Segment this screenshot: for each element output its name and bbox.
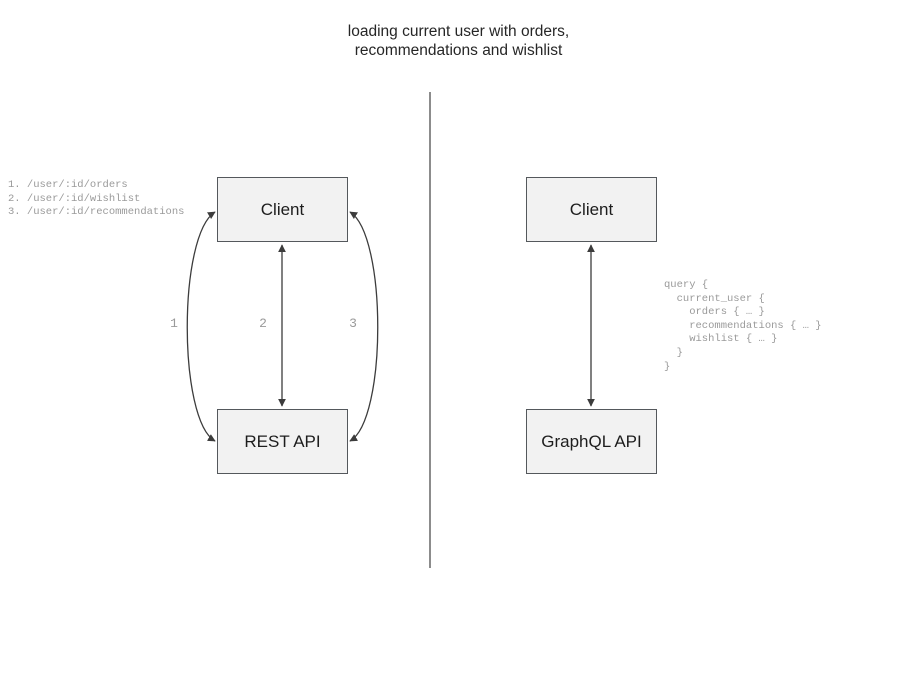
node-client-rest-label: Client	[260, 199, 305, 219]
graphql-query-snippet: query { current_user { orders { … } reco…	[664, 279, 822, 373]
rest-edge-3	[349, 211, 379, 442]
node-client-rest[interactable]: Client	[217, 177, 348, 242]
node-graphql-api-label: GraphQL API	[541, 431, 642, 451]
rest-endpoints-list: 1. /user/:id/orders 2. /user/:id/wishlis…	[8, 179, 185, 219]
node-rest-api[interactable]: REST API	[217, 409, 348, 474]
edge-label-1: 1	[170, 316, 178, 331]
node-client-graphql[interactable]: Client	[526, 177, 657, 242]
node-graphql-api[interactable]: GraphQL API	[526, 409, 657, 474]
node-client-graphql-label: Client	[569, 199, 614, 219]
rest-edge-1	[186, 211, 216, 442]
node-rest-api-label: REST API	[244, 431, 321, 451]
edge-label-2: 2	[259, 316, 267, 331]
page-title: loading current user with orders, recomm…	[347, 23, 570, 59]
edge-label-3: 3	[349, 316, 357, 331]
